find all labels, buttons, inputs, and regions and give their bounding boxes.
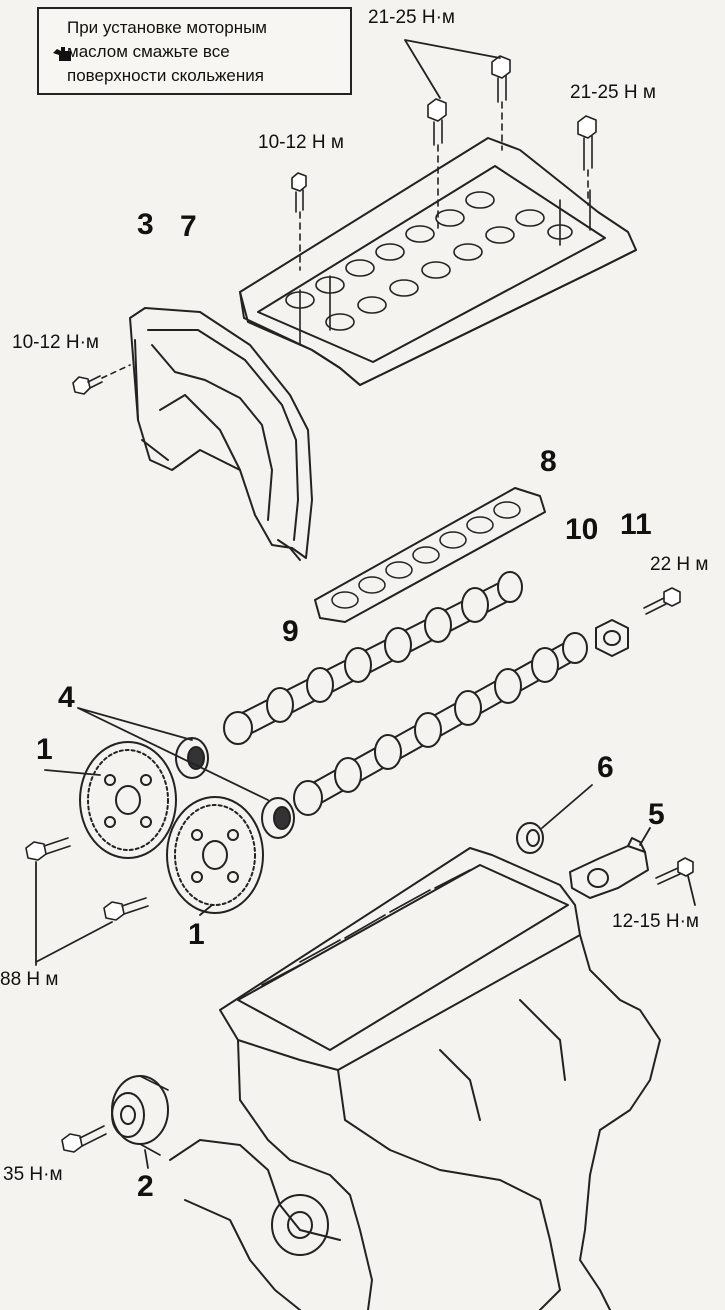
lubrication-note: При установке моторным маслом смажьте вс…: [37, 7, 352, 95]
part-label-1-upper: 1: [36, 733, 53, 766]
torque-label-timing-cover-bolt: 10-12 Н·м: [12, 332, 99, 353]
torque-label-part5-bolt: 12-15 Н·м: [612, 911, 699, 932]
note-line: При установке моторным: [67, 18, 267, 37]
part-label-1-lower: 1: [188, 918, 205, 951]
bolt-icon: [577, 115, 597, 171]
camshaft-sprocket-lower: [166, 796, 264, 916]
cap-part-11: [595, 619, 629, 657]
part-label-3: 3: [137, 208, 154, 241]
camshaft-part-9: [223, 571, 523, 745]
part-label-6: 6: [597, 751, 614, 784]
torque-label-cover-end-bolt: 21-25 Н м: [570, 82, 656, 103]
bolt-icon: [655, 857, 696, 906]
sprocket-bolts: [25, 837, 149, 966]
note-line: поверхности скольжения: [67, 66, 264, 85]
part-label-2: 2: [137, 1170, 154, 1203]
torque-label-cap-bolt: 22 Н м: [650, 554, 709, 575]
part-label-4: 4: [58, 681, 75, 714]
bolt-icon: [25, 837, 71, 861]
note-line: маслом смажьте все: [67, 42, 230, 61]
torque-label-sprocket-bolts: 88 Н м: [0, 969, 59, 990]
bolt-icon: [643, 587, 681, 615]
camshaft-part-10: [293, 632, 588, 816]
bolt-icon: [491, 55, 511, 103]
torque-label-cover-bolts: 21-25 Н·м: [368, 7, 455, 28]
gasket-part-8: [314, 487, 546, 623]
part-label-7: 7: [180, 210, 197, 243]
cover-bolt-left: [72, 364, 131, 395]
timing-cover-part-3: [129, 307, 313, 561]
bolt-icon: [61, 1125, 107, 1153]
cam-cover-part-7: [239, 137, 637, 386]
part-label-9: 9: [282, 615, 299, 648]
tensioner-part-2: [111, 1075, 169, 1169]
torque-label-cover-front-bolt: 10-12 Н м: [258, 132, 344, 153]
bolt-icon: [103, 897, 149, 921]
oil-can-icon: [53, 47, 71, 61]
part-5-housing: [569, 827, 651, 899]
cover-bolts: [291, 39, 597, 271]
cylinder-head-and-block: [169, 847, 661, 1310]
part-label-10: 10: [565, 513, 599, 546]
oil-seal-part-4: [77, 707, 295, 839]
bolt-icon: [72, 375, 103, 395]
part-label-5: 5: [648, 798, 665, 831]
part-label-8: 8: [540, 445, 557, 478]
bolt-icon: [291, 172, 307, 213]
camshaft-sprocket-upper: [44, 741, 177, 859]
seal-part-6: [516, 784, 593, 854]
part-label-11: 11: [620, 508, 652, 541]
bolt-icon: [427, 98, 447, 146]
torque-label-tensioner-bolt: 35 Н·м: [3, 1164, 63, 1185]
